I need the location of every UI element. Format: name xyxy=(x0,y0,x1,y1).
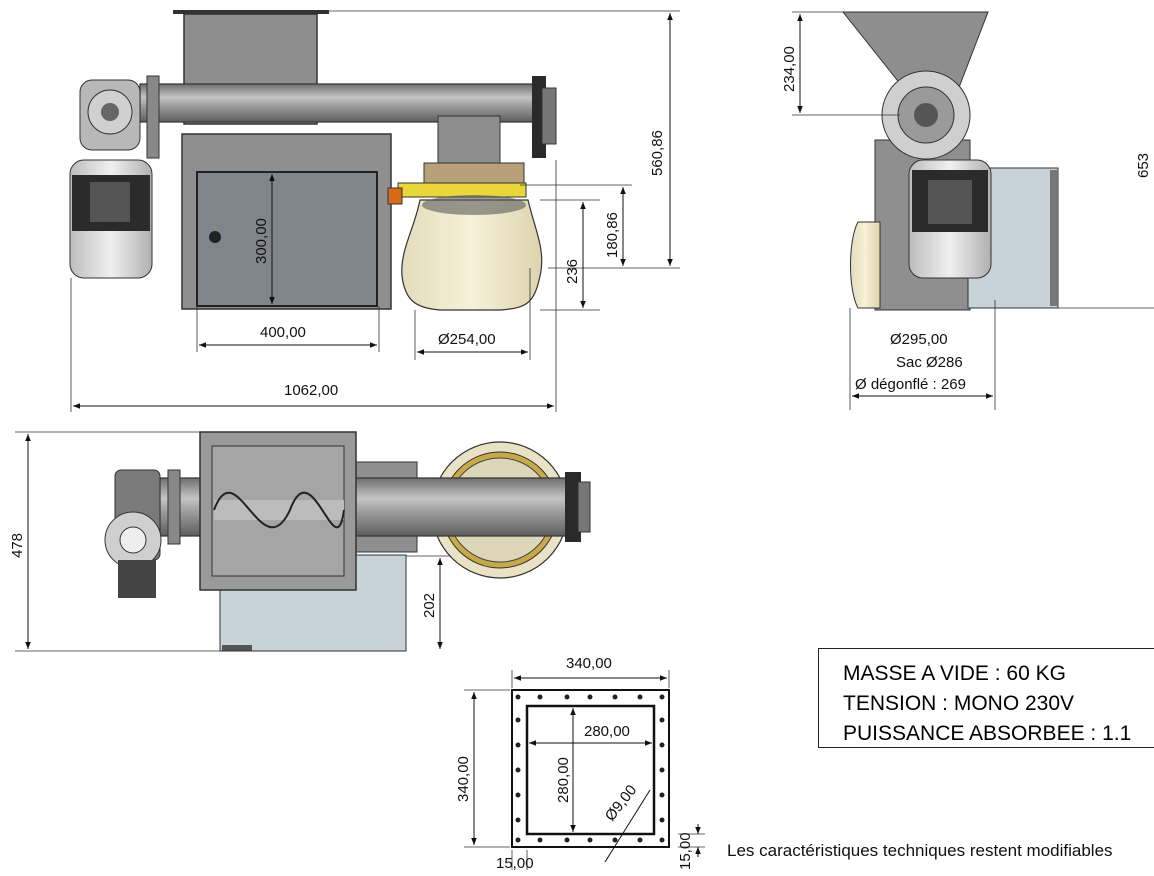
spec-power: PUISSANCE ABSORBEE : 1.1 xyxy=(843,722,1132,745)
top-view: 478 202 xyxy=(9,431,591,652)
dim-flange-inner-width: 280,00 xyxy=(584,723,630,740)
dim-hopper-height: 234,00 xyxy=(781,46,798,92)
dim-flange-inner-height: 280,00 xyxy=(555,757,572,803)
dim-total-length: 1062,00 xyxy=(284,382,338,399)
dim-depth-total: 478 xyxy=(9,533,26,558)
dim-flange-margin-bottom: 15,00 xyxy=(496,855,534,872)
flange-inner xyxy=(525,704,656,836)
footnote: Les caractéristiques techniques restent … xyxy=(727,841,1113,860)
top-motor xyxy=(104,469,162,598)
dim-bag-height: 236 xyxy=(564,259,581,284)
dim-diameter-bag: Sac Ø286 xyxy=(896,354,963,371)
dim-diameter-outer: Ø295,00 xyxy=(890,331,948,348)
dim-flange-outer-width: 340,00 xyxy=(566,655,612,672)
dim-bag-upper: 180,86 xyxy=(604,212,621,258)
spec-weight: MASSE A VIDE : 60 KG xyxy=(843,662,1066,685)
dim-bag-diameter: Ø254,00 xyxy=(438,331,496,348)
dim-flange-outer-height: 340,00 xyxy=(455,756,472,802)
dim-total-height: 653 xyxy=(1135,153,1152,178)
dim-flange-margin-side: 15,00 xyxy=(677,832,694,870)
dim-cabinet-height: 300,00 xyxy=(253,218,270,264)
dim-offset: 202 xyxy=(421,593,438,618)
spec-voltage: TENSION : MONO 230V xyxy=(843,692,1075,715)
bag xyxy=(401,199,543,311)
side-view: 234,00 653 Ø295,00 Sac Ø286 Ø dégonflé :… xyxy=(781,11,1154,410)
hopper xyxy=(173,10,329,14)
front-view: 560,86 180,86 236 300,00 400,00 Ø254,00 … xyxy=(69,10,680,412)
dim-cabinet-width: 400,00 xyxy=(260,324,306,341)
dim-diameter-deflated: Ø dégonflé : 269 xyxy=(855,376,966,393)
spec-box: MASSE A VIDE : 60 KG TENSION : MONO 230V… xyxy=(818,648,1154,748)
dim-height-total: 560,86 xyxy=(649,130,666,176)
flange-detail: 340,00 340,00 280,00 280,00 Ø9,00 15,00 … xyxy=(455,655,705,872)
gear-motor xyxy=(69,79,153,279)
